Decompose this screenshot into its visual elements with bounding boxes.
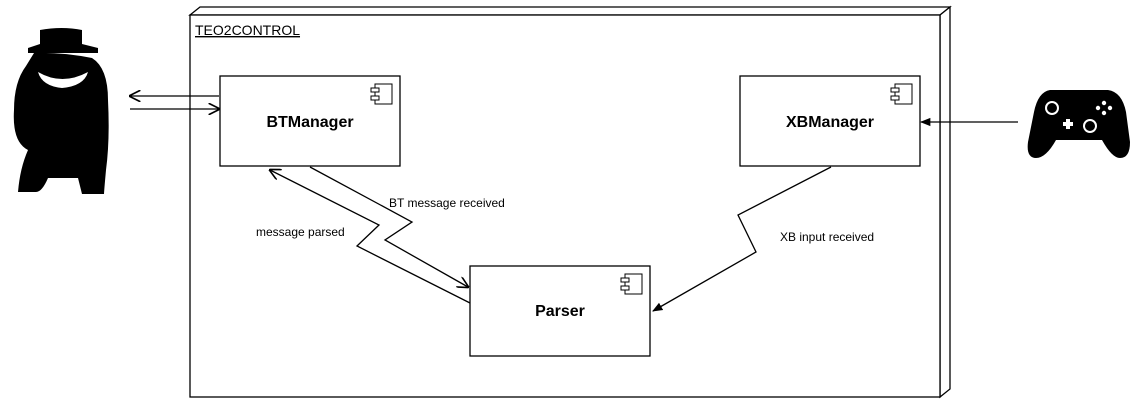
- game-controller-icon: [1027, 90, 1130, 158]
- edge-xb-input-received: [652, 166, 832, 312]
- edge-label-xb-input-received: XB input received: [780, 230, 874, 244]
- uml-component-icon: [620, 273, 643, 295]
- edge-message-parsed: [270, 170, 471, 304]
- edge-bt-message-received: [309, 166, 468, 287]
- component-parser[interactable]: Parser: [469, 265, 651, 357]
- component-xbmanager[interactable]: XBManager: [739, 75, 921, 167]
- uml-component-icon: [890, 83, 913, 105]
- uml-component-icon: [370, 83, 393, 105]
- xbmanager-label: XBManager: [786, 114, 874, 131]
- component-btmanager[interactable]: BTManager: [219, 75, 401, 167]
- btmanager-label: BTManager: [266, 114, 353, 131]
- edge-label-message-parsed: message parsed: [256, 225, 345, 239]
- edge-label-bt-message-received: BT message received: [389, 196, 505, 210]
- node-title: TEO2CONTROL: [195, 22, 300, 38]
- robot-silhouette-icon: [13, 28, 109, 194]
- parser-label: Parser: [535, 303, 585, 320]
